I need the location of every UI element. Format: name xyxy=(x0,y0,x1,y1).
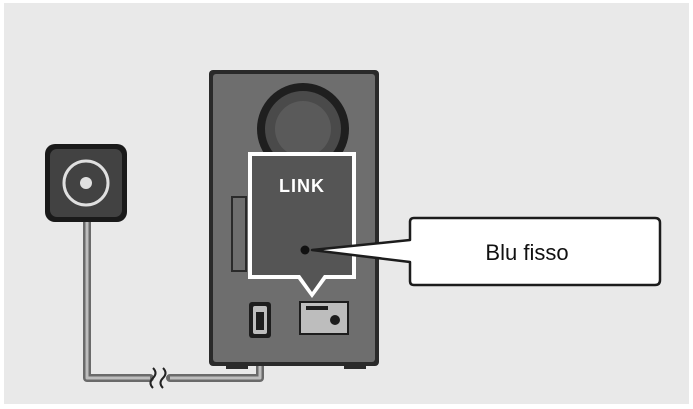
subwoofer-foot-left xyxy=(226,362,248,369)
link-label: LINK xyxy=(279,176,325,196)
side-bracket xyxy=(231,196,247,272)
subwoofer-foot-right xyxy=(344,362,366,369)
led-indicator-icon xyxy=(300,245,310,255)
status-callout: Blu fisso xyxy=(310,216,662,287)
power-plug-icon xyxy=(249,302,271,338)
wall-socket-icon xyxy=(45,144,127,222)
power-cable-core xyxy=(85,205,150,380)
callout-label: Blu fisso xyxy=(485,240,568,265)
cable-break-icon xyxy=(149,367,167,389)
link-zoom-panel: LINK xyxy=(248,152,356,298)
